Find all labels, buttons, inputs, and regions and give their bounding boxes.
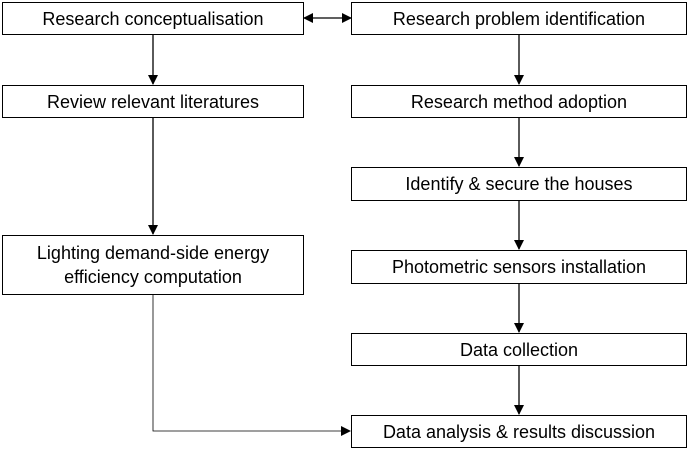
node-label: Research problem identification — [392, 8, 646, 29]
node-label: Photometric sensors installation — [391, 257, 647, 277]
node-research-conceptualisation: Research conceptualisation — [2, 2, 304, 35]
node-review-relevant-literatures: Review relevant literatures — [2, 85, 304, 118]
node-data-collection: Data collection — [351, 333, 687, 366]
node-label: Review relevant literatures — [46, 91, 260, 112]
node-label: Identify & secure the houses — [405, 174, 633, 194]
node-research-method-adoption: Research method adoption — [351, 85, 687, 118]
node-label: Lighting demand-side energy efficiency c… — [36, 243, 270, 287]
node-identify-secure-houses: Identify & secure the houses — [351, 167, 687, 201]
node-research-problem-identification: Research problem identification — [351, 2, 687, 35]
node-data-analysis-results-discussion: Data analysis & results discussion — [351, 415, 687, 448]
node-label: Data analysis & results discussion — [382, 421, 656, 442]
node-photometric-sensors-installation: Photometric sensors installation — [351, 250, 687, 284]
node-lighting-efficiency-computation: Lighting demand-side energy efficiency c… — [2, 235, 304, 295]
node-label: Research method adoption — [410, 91, 628, 112]
node-label: Research conceptualisation — [42, 8, 264, 29]
node-label: Data collection — [459, 339, 579, 360]
edge-computation-analysis — [152, 295, 351, 436]
